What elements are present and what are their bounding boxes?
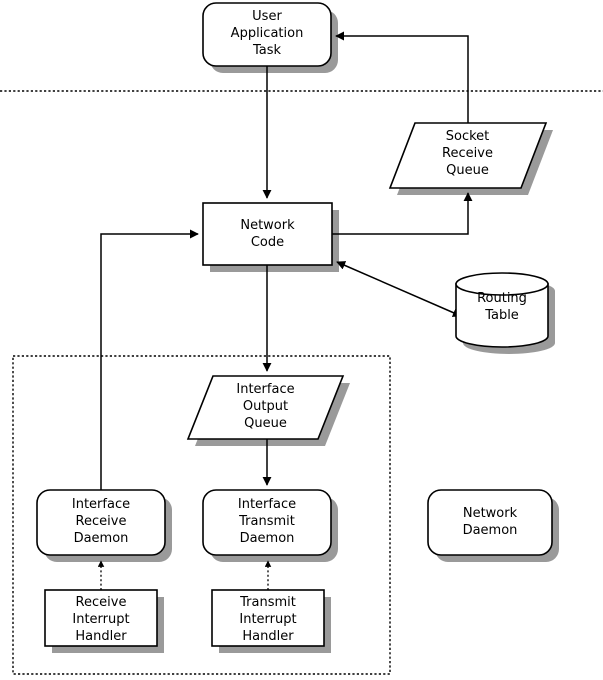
node-shape-socket-receive-queue[interactable] (388, 122, 548, 189)
node-shapes (36, 2, 553, 647)
node-shape-interface-transmit-daemon[interactable] (202, 489, 332, 556)
node-shape-user-application-task[interactable] (202, 2, 332, 67)
diagram-connectors (100, 31, 473, 490)
edge-network-code-to-socket-queue (332, 192, 473, 235)
node-shape-network-code[interactable] (202, 202, 333, 266)
edge-socket-queue-to-user-app (335, 31, 469, 123)
node-shape-interface-output-queue[interactable] (186, 375, 345, 440)
edge-network-code-routing-table (336, 261, 462, 317)
edge-receive-daemon-to-network-code (100, 229, 199, 490)
node-shape-receive-interrupt-handler[interactable] (44, 589, 158, 647)
interrupt-connectors (97, 560, 272, 590)
node-shape-routing-table[interactable] (455, 272, 549, 348)
node-shape-interface-receive-daemon[interactable] (36, 489, 166, 556)
node-shape-transmit-interrupt-handler[interactable] (211, 589, 325, 647)
node-shape-network-daemon[interactable] (427, 489, 553, 556)
